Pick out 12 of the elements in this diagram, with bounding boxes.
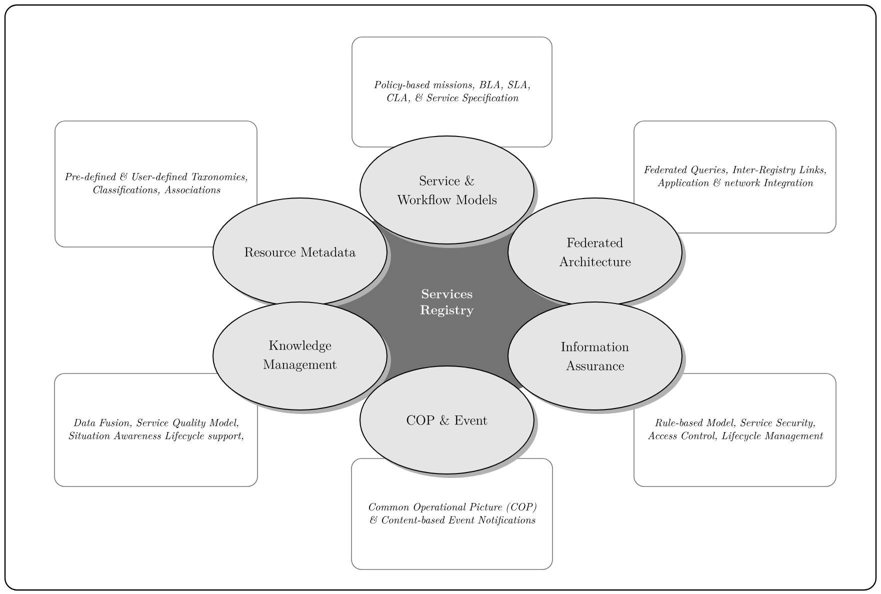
ellipse-node: Federated Architecture bbox=[508, 198, 686, 310]
ellipse-node: Service & Workflow Models bbox=[360, 136, 538, 248]
note-box: Federated Queries, Inter-Registry Links, Application & network Integration bbox=[634, 120, 836, 234]
note-box: Data Fusion, Service Quality Model, Situation Awareness Lifecycle support, bbox=[54, 373, 258, 487]
note-box: Pre-defined & User-defined Taxonomies, Classifications, Associations bbox=[54, 120, 258, 248]
ellipse-node: Knowledge Management bbox=[212, 302, 391, 414]
note-box: Common Operational Picture (COP) & Content-based Event Notifications bbox=[351, 458, 553, 570]
note-box: Policy-based missions, BLA, SLA, CLA, & Service Specification bbox=[352, 36, 552, 148]
note-box: Rule-based Model, Service Security, Access Control, Lifecycle Management bbox=[634, 373, 836, 487]
ellipse-node: COP & Event bbox=[360, 366, 538, 478]
ellipse-node: Resource Metadata bbox=[212, 198, 391, 310]
ellipse-node: Information Assurance bbox=[508, 302, 686, 414]
